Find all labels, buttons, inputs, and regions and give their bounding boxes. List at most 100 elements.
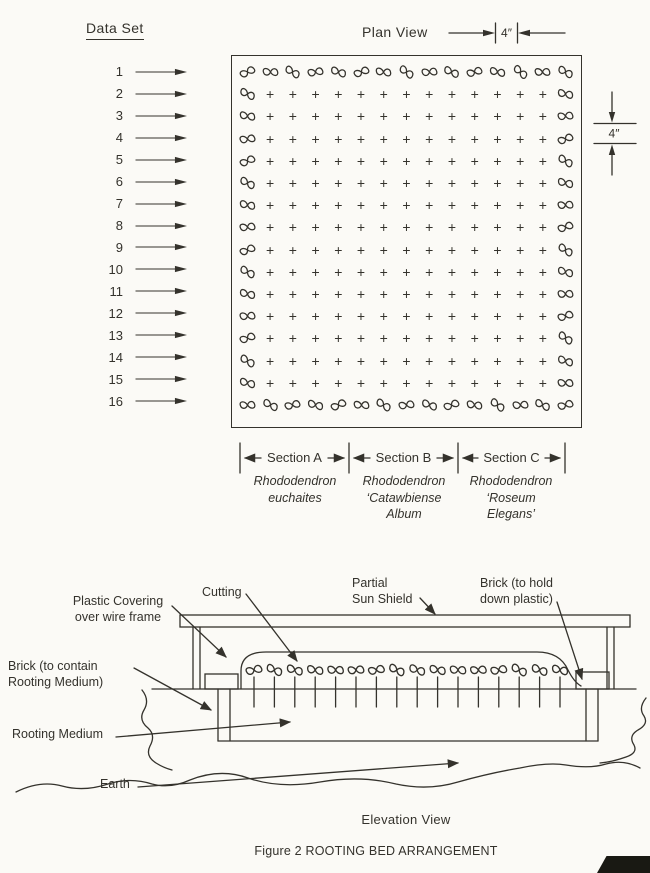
plus-marker: + <box>538 108 547 125</box>
data-set-row: 1 <box>95 61 187 83</box>
plus-marker: + <box>288 175 297 192</box>
cutting-symbol <box>236 261 259 283</box>
cutting-symbol <box>554 239 577 261</box>
rooting-medium-arrow <box>115 718 292 738</box>
cutting-symbol <box>554 172 577 194</box>
cutting-symbol <box>372 394 395 416</box>
plus-marker: + <box>402 374 411 391</box>
plus-marker: + <box>265 219 275 236</box>
elevation-cuttings <box>244 662 569 708</box>
plus-marker: + <box>356 308 366 325</box>
plus-marker: + <box>516 86 525 103</box>
plus-marker: + <box>470 330 479 347</box>
plus-marker: + <box>379 263 388 280</box>
plus-marker: + <box>538 374 547 391</box>
data-set-row: 9 <box>95 237 187 259</box>
plus-marker: + <box>334 197 343 214</box>
plus-marker: + <box>516 152 525 169</box>
cutting-symbol <box>509 61 532 83</box>
plus-marker: + <box>334 86 343 103</box>
data-set-number: 15 <box>108 371 123 387</box>
plus-marker: + <box>538 130 547 147</box>
plus-marker: + <box>493 374 502 391</box>
cutting-symbol <box>236 283 259 305</box>
partial-sun-shield-label: Partial Sun Shield <box>352 576 413 606</box>
right-dimension-marker: 4″ <box>593 91 637 176</box>
plus-marker: + <box>516 108 525 125</box>
plus-marker: + <box>447 330 457 347</box>
plus-marker: + <box>516 241 525 258</box>
cutting-symbol <box>350 61 373 83</box>
cutting-symbol <box>554 105 577 127</box>
data-set-row: 15 <box>95 368 187 390</box>
plus-marker: + <box>265 241 275 258</box>
plus-marker: + <box>470 285 479 302</box>
data-set-row: 8 <box>95 215 187 237</box>
plus-marker: + <box>402 308 411 325</box>
plus-marker: + <box>379 152 388 169</box>
plus-marker: + <box>334 263 343 280</box>
plus-marker: + <box>402 285 411 302</box>
section-b-label: Section B <box>376 450 432 465</box>
species-label-section-b: Rhododendron ‘Catawbiense Album <box>362 474 446 521</box>
plus-marker: + <box>356 152 366 169</box>
top-dimension-marker: 4″ <box>448 22 566 44</box>
plus-marker: + <box>447 175 457 192</box>
plus-marker: + <box>425 108 434 125</box>
plus-marker: + <box>447 285 457 302</box>
brick-contain-label: Brick (to contain Rooting Medium) <box>8 659 104 689</box>
scan-artifact <box>597 856 650 873</box>
data-set-number: 2 <box>115 86 123 102</box>
data-set-arrow <box>135 134 187 141</box>
plus-marker: + <box>402 130 411 147</box>
cutting-symbol <box>236 239 259 261</box>
plus-marker: + <box>402 263 411 280</box>
plus-marker: + <box>516 219 525 236</box>
plus-marker: + <box>334 308 343 325</box>
plus-marker: + <box>493 108 502 125</box>
brick-hold-label: Brick (to hold down plastic) <box>480 576 553 606</box>
plus-marker: + <box>470 374 479 391</box>
data-set-arrow <box>135 244 187 251</box>
plus-marker: + <box>538 152 547 169</box>
plus-marker: + <box>425 86 434 103</box>
plus-marker: + <box>356 86 366 103</box>
cutting-symbol <box>236 194 259 216</box>
plus-marker: + <box>334 175 343 192</box>
elevation-view-title: Elevation View <box>361 812 451 827</box>
data-set-row: 6 <box>95 171 187 193</box>
plus-marker: + <box>493 130 502 147</box>
cutting-symbol <box>304 394 327 416</box>
plus-marker: + <box>379 108 388 125</box>
plus-marker: + <box>356 130 366 147</box>
data-set-row: 2 <box>95 83 187 105</box>
plus-marker: + <box>516 285 525 302</box>
cutting-symbol <box>395 61 418 83</box>
plus-marker: + <box>356 374 366 391</box>
cutting-symbol <box>554 83 577 105</box>
plus-marker: + <box>447 197 457 214</box>
cutting-symbol <box>236 172 259 194</box>
plus-marker: + <box>265 197 275 214</box>
cutting-symbol <box>554 261 577 283</box>
plus-marker: + <box>356 285 366 302</box>
plus-marker: + <box>425 241 434 258</box>
cutting-symbol <box>259 61 282 83</box>
plus-marker: + <box>425 175 434 192</box>
plus-marker: + <box>288 330 297 347</box>
plus-marker: + <box>447 86 457 103</box>
cutting-symbol <box>395 394 418 416</box>
plus-marker: + <box>288 197 297 214</box>
plus-marker: + <box>470 352 479 369</box>
plus-marker: + <box>470 175 479 192</box>
rooting-medium-label: Rooting Medium <box>12 727 104 741</box>
plus-marker: + <box>447 374 457 391</box>
data-set-number: 4 <box>115 130 123 146</box>
plastic-covering-dome <box>240 651 582 690</box>
plus-marker: + <box>425 330 434 347</box>
plan-grid: + + + + + + + + + + + + + + + + + + + + + + + + + + + + + + + + + + + + + + + +… <box>232 56 581 427</box>
data-set-arrow <box>135 222 187 229</box>
cutting-symbol <box>554 394 577 416</box>
